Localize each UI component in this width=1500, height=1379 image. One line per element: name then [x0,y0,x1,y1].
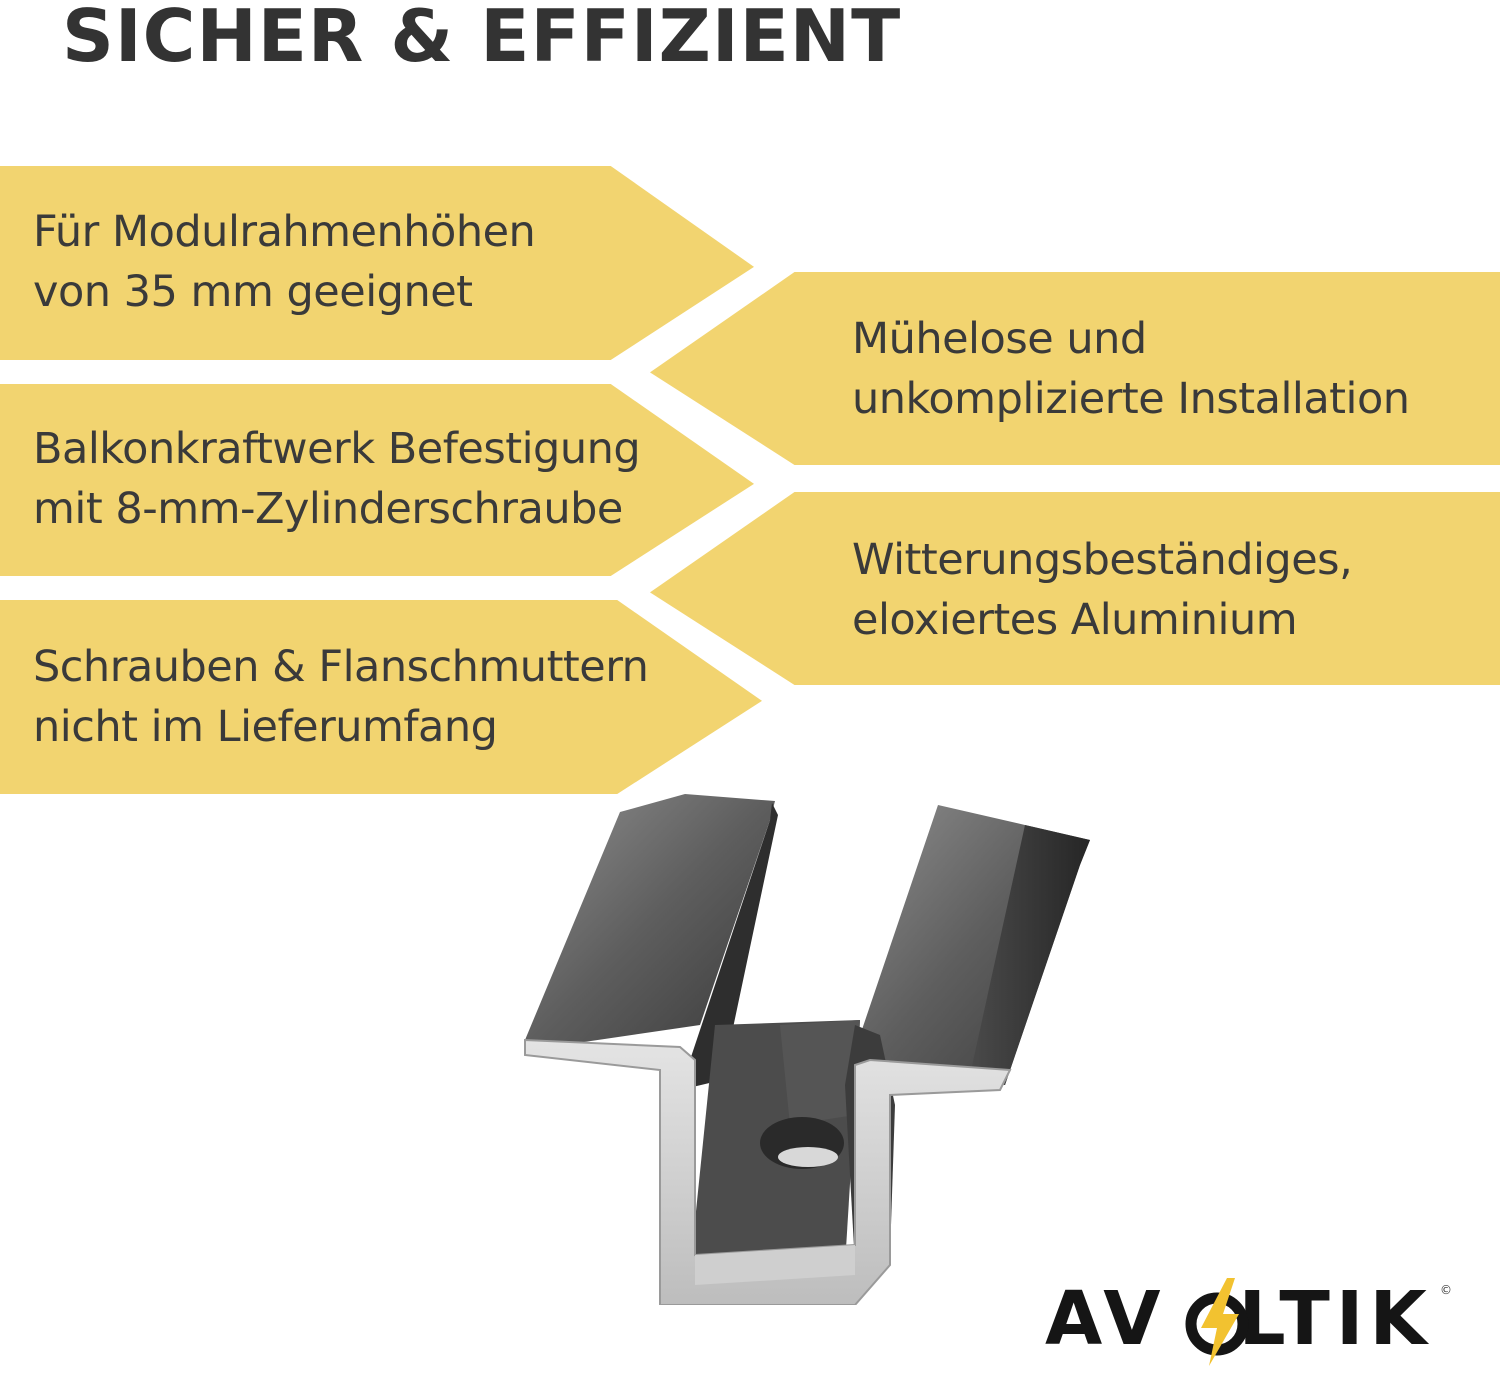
copyright-mark: © [1440,1283,1452,1297]
feature-line: Witterungsbeständiges, [852,535,1353,585]
feature-line: mit 8-mm-Zylinderschraube [33,484,623,534]
feature-line: Mühelose und [852,314,1147,364]
logo-suffix: LTIK [1238,1276,1433,1362]
feature-line: Balkonkraftwerk Befestigung [33,424,641,474]
page-title: SICHER & EFFIZIENT [62,0,902,78]
feature-text-installation: Mühelose und unkomplizierte Installation [852,309,1410,429]
feature-text-screw: Balkonkraftwerk Befestigung mit 8-mm-Zyl… [33,419,641,539]
clamp-product-image [524,794,1090,1305]
avoltik-logo: AV LTIK [1045,1276,1455,1368]
feature-line: Für Modulrahmenhöhen [33,207,536,257]
feature-ribbon-aluminium [650,492,1500,685]
feature-line: eloxiertes Aluminium [852,595,1298,645]
logo-prefix: AV [1045,1276,1167,1362]
feature-ribbon-screw [0,384,754,576]
feature-ribbon-frame-height [0,166,754,360]
feature-ribbon-not-included [0,600,762,794]
feature-line: unkomplizierte Installation [852,374,1410,424]
feature-line: nicht im Lieferumfang [33,702,498,752]
logo-text: AV LTIK [1045,1276,1433,1362]
feature-text-not-included: Schrauben & Flanschmuttern nicht im Lief… [33,637,649,757]
feature-ribbon-installation [650,272,1500,465]
lightning-o-icon [1185,1278,1249,1366]
feature-line: von 35 mm geeignet [33,267,473,317]
feature-text-aluminium: Witterungsbeständiges, eloxiertes Alumin… [852,530,1353,650]
feature-text-frame-height: Für Modulrahmenhöhen von 35 mm geeignet [33,202,536,322]
feature-line: Schrauben & Flanschmuttern [33,642,649,692]
